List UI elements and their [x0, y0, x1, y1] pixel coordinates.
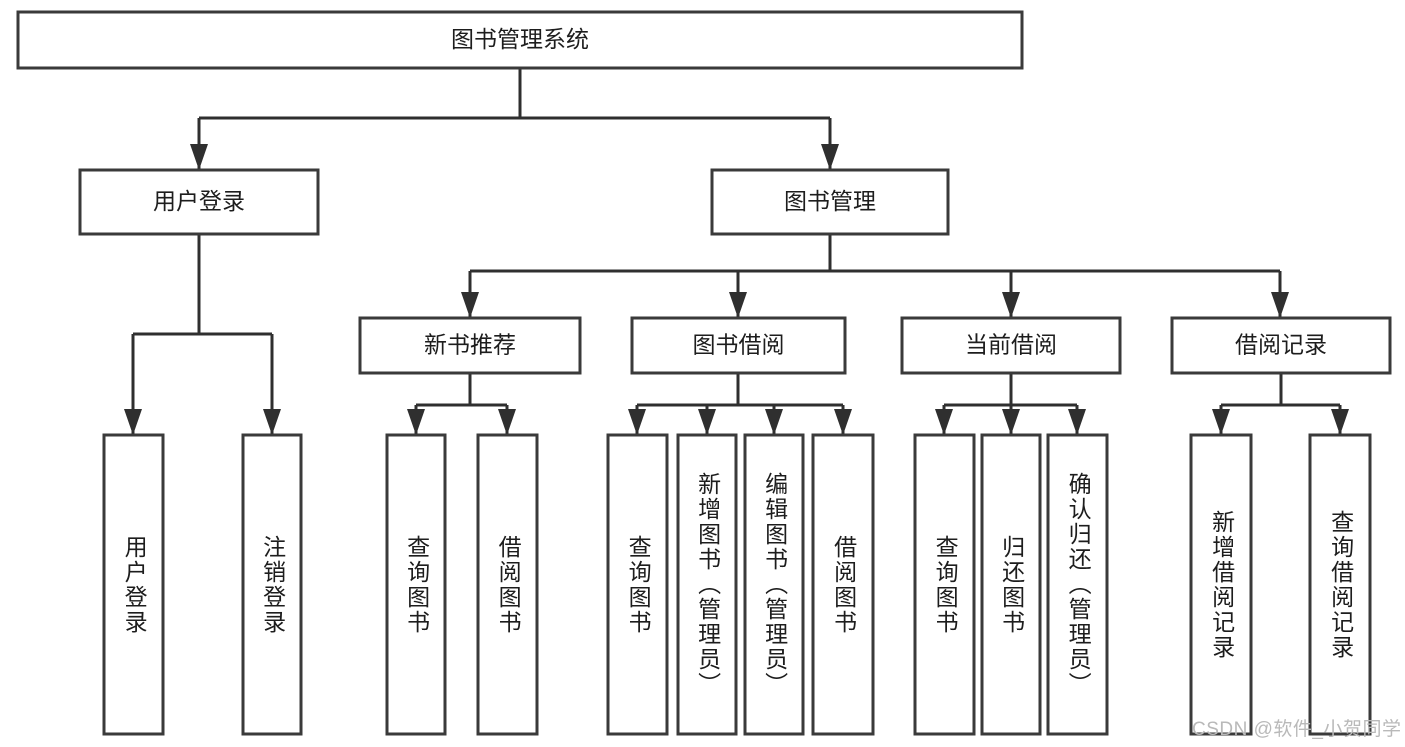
node-box-layer	[16, 10, 1392, 736]
arrow-head-icon	[1271, 292, 1289, 318]
arrow-head-icon	[834, 409, 852, 435]
node-new-book-recommend[interactable]	[358, 316, 582, 375]
node-leaf-query-book-rec[interactable]	[385, 433, 447, 736]
arrow-head-icon	[461, 292, 479, 318]
arrow-head-icon	[124, 409, 142, 435]
node-leaf-user-login[interactable]	[102, 433, 165, 736]
node-label-borrow-record: 借阅记录	[1235, 332, 1327, 358]
node-leaf-borrow-book[interactable]	[811, 433, 875, 736]
node-leaf-add-book-admin[interactable]	[676, 433, 738, 736]
arrow-head-icon	[935, 409, 953, 435]
arrow-head-icon	[1068, 409, 1086, 435]
arrow-head-icon	[729, 292, 747, 318]
arrow-head-icon	[1212, 409, 1230, 435]
node-label-root: 图书管理系统	[451, 26, 589, 52]
connector-layer	[124, 68, 1349, 435]
arrow-head-icon	[821, 144, 839, 170]
node-leaf-query-borrow-record[interactable]	[1308, 433, 1372, 736]
node-label-current-borrow: 当前借阅	[965, 332, 1057, 358]
node-leaf-edit-book-admin[interactable]	[743, 433, 805, 736]
node-label-book-manage: 图书管理	[784, 188, 876, 214]
arrow-head-icon	[190, 144, 208, 170]
node-leaf-borrow-book-rec[interactable]	[476, 433, 539, 736]
node-leaf-return-book[interactable]	[980, 433, 1042, 736]
arrow-head-icon	[498, 409, 516, 435]
arrow-head-icon	[765, 409, 783, 435]
node-book-borrow[interactable]	[630, 316, 847, 375]
node-label-new-book-recommend: 新书推荐	[424, 332, 516, 358]
node-current-borrow[interactable]	[900, 316, 1122, 375]
node-root-system[interactable]	[16, 10, 1024, 70]
node-label-user-login: 用户登录	[153, 188, 245, 214]
arrow-head-icon	[1331, 409, 1349, 435]
arrow-head-icon	[1002, 292, 1020, 318]
arrow-head-icon	[628, 409, 646, 435]
node-leaf-confirm-return-admin[interactable]	[1046, 433, 1109, 736]
node-book-manage[interactable]	[710, 168, 950, 236]
node-leaf-add-borrow-record[interactable]	[1189, 433, 1253, 736]
node-leaf-user-logout[interactable]	[241, 433, 303, 736]
node-leaf-query-book-borrow[interactable]	[606, 433, 669, 736]
node-leaf-query-book-current[interactable]	[913, 433, 976, 736]
node-user-login[interactable]	[78, 168, 320, 236]
arrow-head-icon	[698, 409, 716, 435]
arrow-head-icon	[1002, 409, 1020, 435]
arrow-head-icon	[263, 409, 281, 435]
csdn-watermark: CSDN @软件_小贺同学	[1192, 719, 1402, 740]
node-label-book-borrow: 图书借阅	[693, 332, 785, 358]
node-borrow-record[interactable]	[1170, 316, 1392, 375]
arrow-head-icon	[407, 409, 425, 435]
